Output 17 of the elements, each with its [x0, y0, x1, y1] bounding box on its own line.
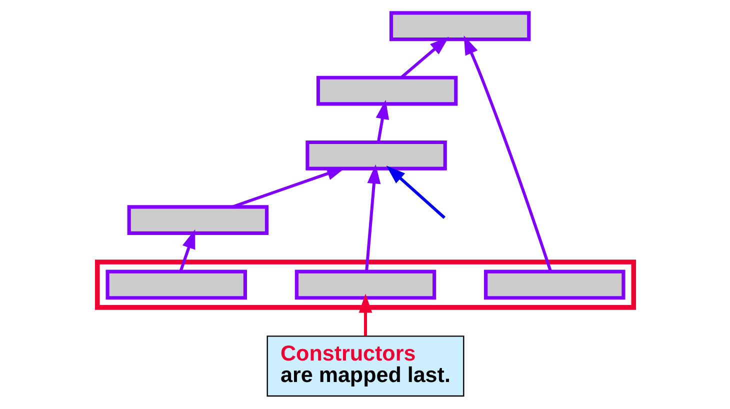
arrow — [375, 100, 389, 142]
arrow — [386, 166, 445, 219]
node-box — [316, 76, 458, 106]
arrow — [178, 229, 195, 272]
arrow — [400, 36, 448, 79]
node-box — [388, 11, 530, 42]
arrow — [364, 164, 380, 272]
node-box — [105, 270, 246, 300]
cluster — [94, 260, 636, 310]
node-box: Constructors are mapped last. — [266, 336, 464, 397]
node-box — [294, 270, 436, 300]
arrow — [463, 36, 552, 272]
arrow — [358, 294, 372, 336]
arrow — [231, 167, 346, 208]
node-box — [126, 205, 268, 236]
node-box — [305, 140, 446, 170]
node-box — [484, 270, 625, 300]
